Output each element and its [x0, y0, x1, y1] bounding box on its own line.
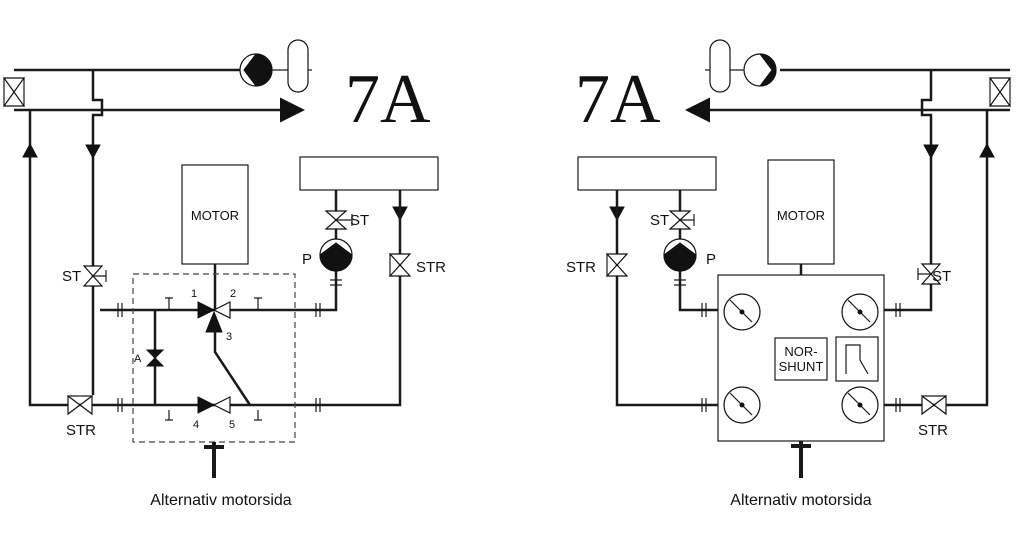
strainer-icon: [67, 394, 93, 416]
left-str-bottom-label: STR: [66, 422, 96, 439]
pump-icon: [663, 238, 697, 272]
right-caption: Alternativ motorsida: [730, 492, 871, 509]
valve-icon: [324, 210, 353, 230]
right-st-pump-label: ST: [650, 212, 669, 229]
arrow-icon: [979, 142, 995, 158]
right-diagram: 7A MOTOR NOR- SHUNT ST: [566, 39, 1012, 509]
actuator-box: [835, 336, 879, 382]
left-top-box: [299, 156, 439, 191]
port-1: 1: [191, 288, 197, 300]
gauge-icon: [841, 293, 879, 331]
right-str-bottom-label: STR: [918, 422, 948, 439]
right-code: 7A: [575, 61, 661, 138]
port-a: A: [134, 353, 142, 365]
pump-icon: [319, 238, 353, 272]
port-3: 3: [226, 331, 232, 343]
port-4: 4: [193, 419, 199, 431]
pump-icon: [239, 53, 273, 87]
right-top-box: [577, 156, 717, 191]
right-str-left-label: STR: [566, 259, 596, 276]
left-motor-box: [181, 164, 249, 265]
valve-icon: [917, 263, 942, 285]
port-5: 5: [229, 419, 235, 431]
left-pump-label: P: [302, 251, 312, 268]
right-st-label: ST: [932, 268, 951, 285]
valve-icon: [82, 265, 107, 287]
norshunt-line1: NOR-: [784, 344, 817, 359]
expansion-tank-icon: [705, 39, 744, 93]
gauge-icon: [723, 293, 761, 331]
arrow-icon: [22, 142, 38, 158]
norshunt-label-box: [774, 337, 828, 381]
left-motor-label: MOTOR: [191, 208, 239, 223]
strainer-icon: [388, 253, 412, 277]
valve-icon: [145, 349, 165, 367]
arrow-icon: [85, 144, 101, 160]
right-top-valve-icon: [988, 77, 1012, 107]
left-diagram: 7A MOTOR 1 2 3 4 5 A: [2, 39, 446, 509]
left-top-valve-icon: [2, 77, 26, 107]
gauge-icon: [841, 386, 879, 424]
left-st-label: ST: [62, 268, 81, 285]
port-2: 2: [230, 288, 236, 300]
left-str-right-label: STR: [416, 259, 446, 276]
gauge-icon: [723, 386, 761, 424]
left-code: 7A: [345, 61, 431, 138]
left-st-pump-label: ST: [350, 212, 369, 229]
left-caption: Alternativ motorsida: [150, 492, 291, 509]
right-motor-label: MOTOR: [777, 208, 825, 223]
valve-icon: [668, 210, 695, 230]
pump-icon: [743, 53, 777, 87]
arrow-icon: [923, 144, 939, 160]
strainer-icon: [605, 253, 629, 277]
expansion-tank-icon: [272, 39, 312, 93]
norshunt-line2: SHUNT: [779, 359, 824, 374]
right-pump-label: P: [706, 251, 716, 268]
strainer-icon: [921, 394, 947, 416]
valve-icon: [197, 396, 231, 414]
